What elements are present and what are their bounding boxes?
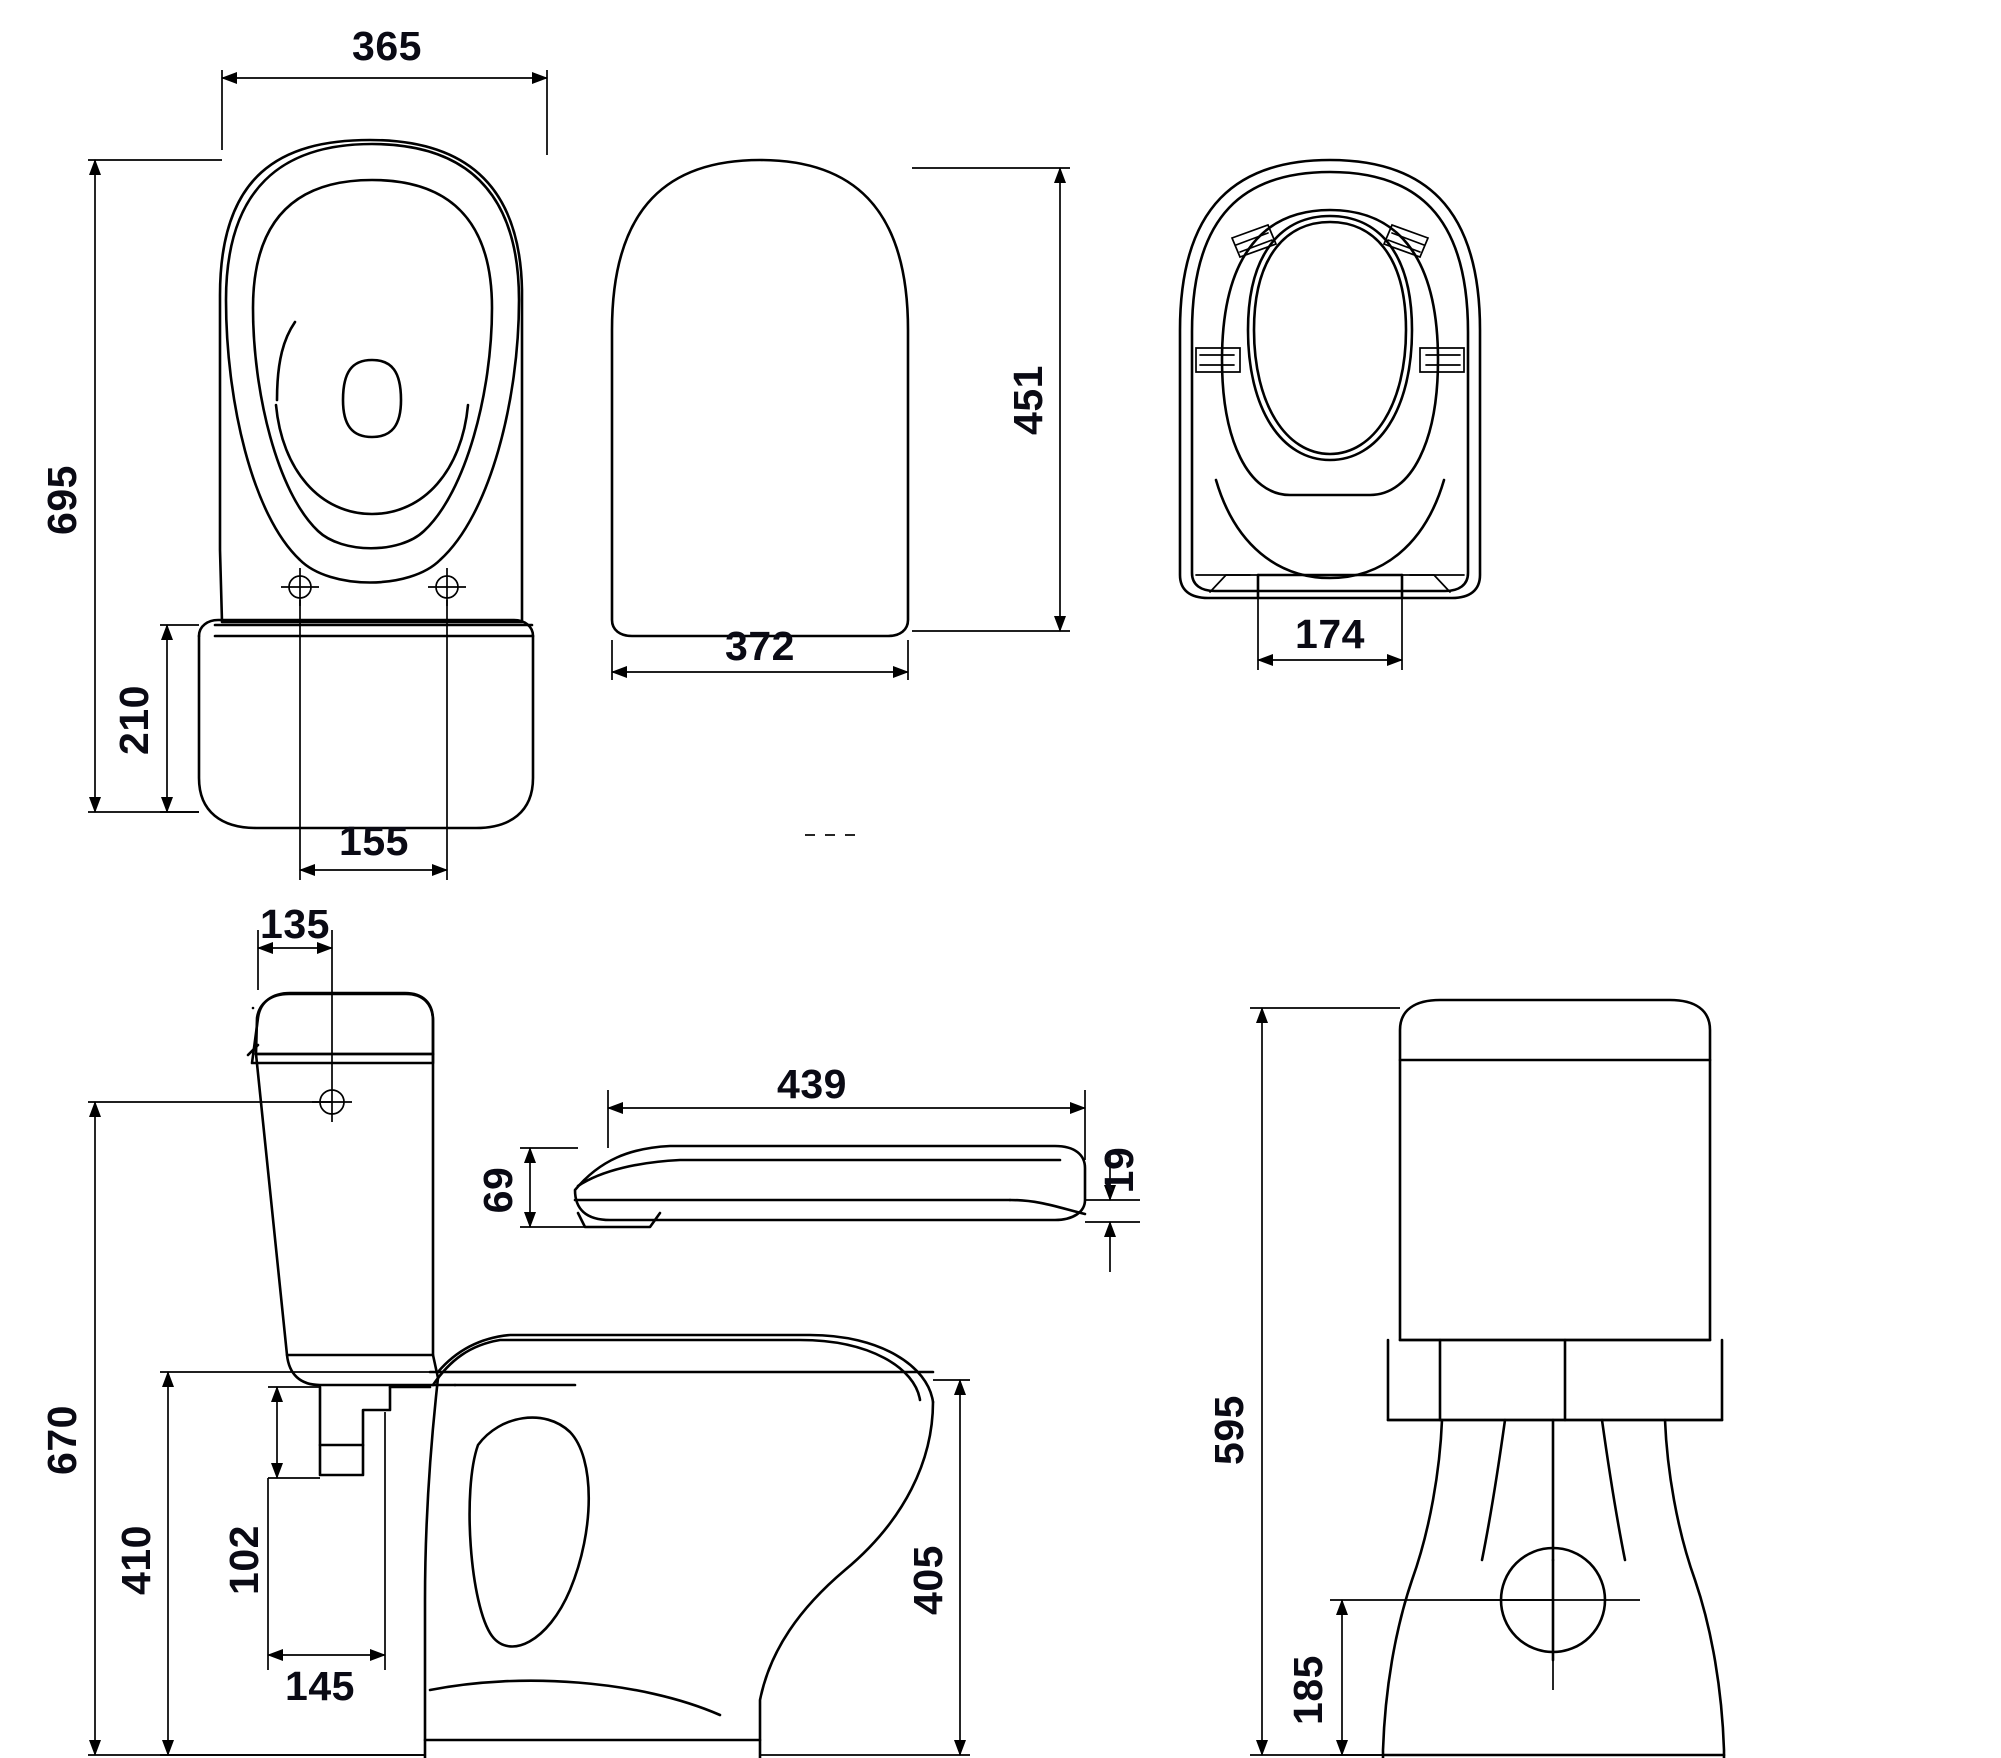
dim-label-bolt-spacing: 155 (339, 818, 409, 864)
dim-label-lid-length: 451 (1005, 365, 1051, 435)
seat-bumper-top-left (1230, 223, 1278, 259)
front-elevation-dimensions (1250, 1007, 1553, 1756)
seat-bumper-top-right (1382, 223, 1430, 259)
dim-label-lid-width: 372 (725, 623, 795, 669)
seat-bumper-mid-right (1419, 347, 1465, 373)
dim-label-outlet-center-height: 185 (1285, 1655, 1331, 1725)
dim-label-front-total-height: 595 (1206, 1395, 1252, 1465)
bowl-top-view-geometry (197, 138, 535, 880)
dim-label-bowl-base-height: 210 (111, 685, 157, 755)
dim-label-seat-length: 439 (777, 1061, 847, 1107)
dim-label-cistern-top-width: 135 (260, 901, 330, 947)
dim-label-seat-height: 410 (113, 1525, 159, 1595)
dim-label-bowl-total-height: 695 (39, 465, 85, 535)
dim-label-overall-height: 670 (39, 1405, 85, 1475)
dim-label-inlet-height: 102 (221, 1525, 267, 1595)
dim-label-seat-front-thickness: 69 (475, 1167, 521, 1214)
dim-label-seat-hinge-spacing: 174 (1295, 611, 1365, 657)
dim-label-bowl-rim-height: 405 (905, 1545, 951, 1615)
seat-profile-geometry (573, 1144, 1087, 1229)
dim-label-bowl-width: 365 (352, 23, 422, 69)
seat-ring-top-view-geometry (1178, 158, 1482, 670)
front-elevation-geometry (1381, 998, 1726, 1758)
dim-label-inlet-offset: 145 (285, 1663, 355, 1709)
bowl-top-view-dimensions (88, 70, 548, 876)
lid-top-view-geometry (610, 158, 910, 638)
side-elevation-dimensions (88, 930, 970, 1756)
lid-top-view-dimensions (611, 167, 1070, 680)
seat-profile-dimensions (520, 1090, 1140, 1272)
dim-label-seat-rear-thickness: 19 (1096, 1147, 1142, 1194)
seat-bumper-mid-left (1195, 347, 1241, 373)
side-elevation-geometry (246, 991, 935, 1758)
